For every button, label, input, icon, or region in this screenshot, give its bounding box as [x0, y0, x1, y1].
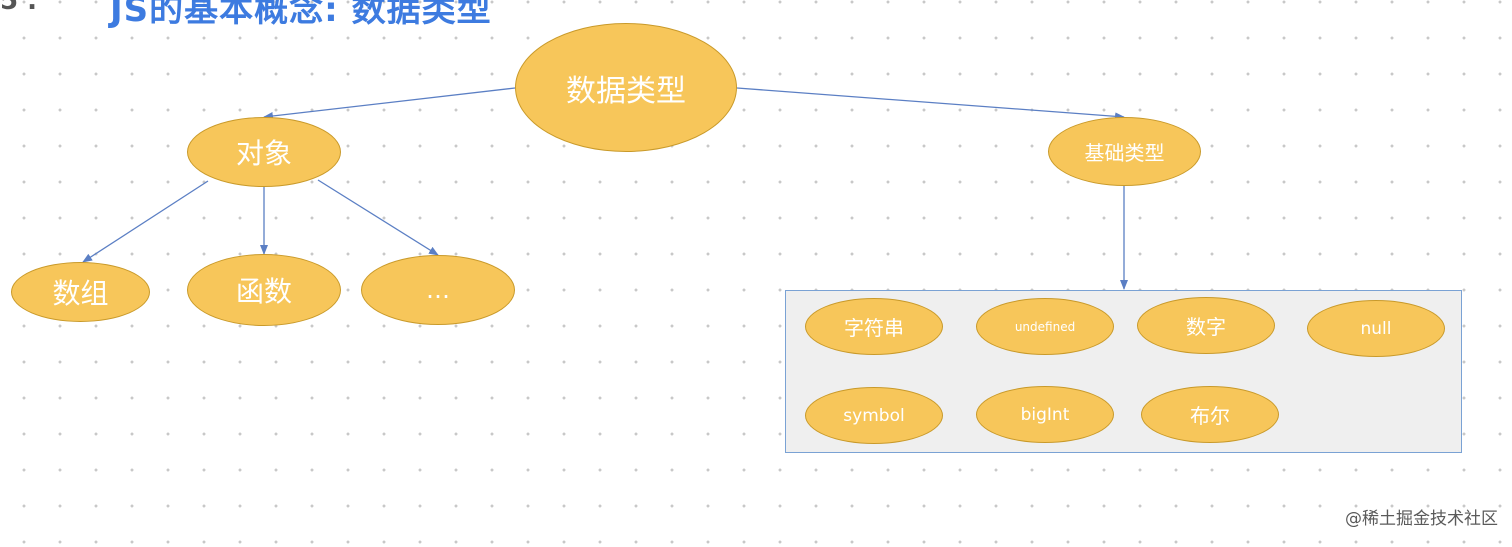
node-object: 对象 [187, 117, 341, 187]
edge-root-object [263, 87, 516, 120]
node-string: 字符串 [805, 298, 943, 355]
node-function: 函数 [187, 254, 341, 326]
node-data-types: 数据类型 [515, 23, 737, 152]
node-undefined: undefined [976, 298, 1114, 355]
node-symbol: symbol [805, 387, 943, 444]
edge-root-primitive [736, 87, 1125, 121]
edge-object-array [82, 180, 209, 263]
page-title: JS的基本概念: 数据类型 [110, 0, 492, 30]
node-bigint: bigInt [976, 386, 1114, 443]
node-primitive: 基础类型 [1048, 117, 1201, 186]
node-more: … [361, 255, 515, 325]
node-null: null [1307, 300, 1445, 357]
node-array: 数组 [11, 262, 150, 322]
watermark: @稀土掘金技术社区 [1345, 509, 1498, 529]
node-boolean: 布尔 [1141, 386, 1279, 443]
edge-object-more [317, 179, 439, 256]
node-number: 数字 [1137, 297, 1275, 354]
